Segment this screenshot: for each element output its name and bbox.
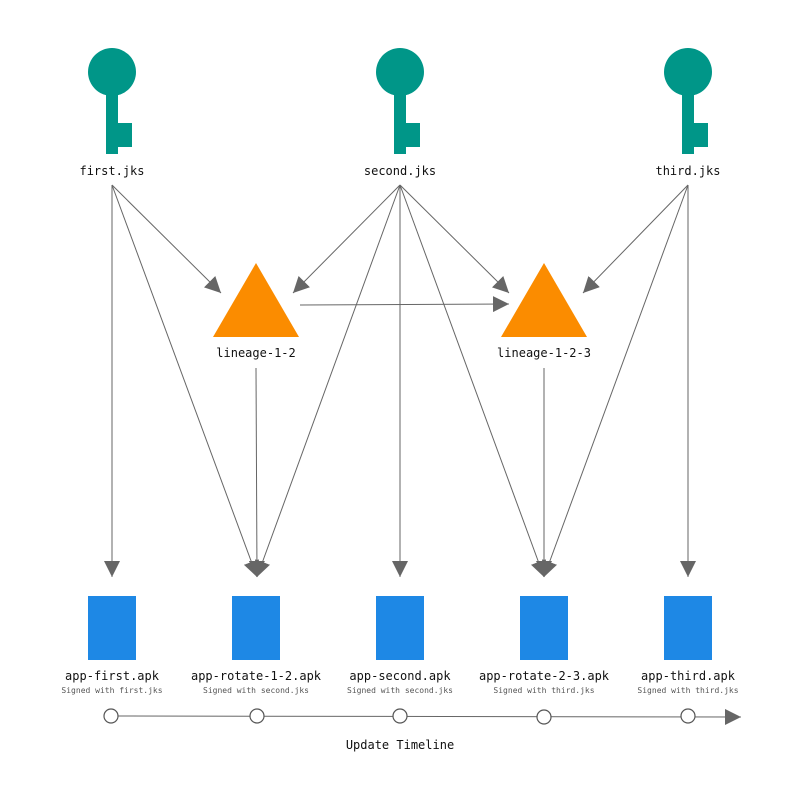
apk-file-icon bbox=[88, 596, 136, 660]
lineage-1-2-3[interactable]: lineage-1-2-3 bbox=[497, 263, 591, 360]
lineage-1-2[interactable]: lineage-1-2 bbox=[213, 263, 299, 360]
edge-first-to-a2 bbox=[111, 184, 259, 578]
edges bbox=[104, 184, 696, 578]
key-label: first.jks bbox=[79, 164, 144, 178]
apk-signed-with: Signed with third.jks bbox=[493, 686, 594, 695]
edge-l12-to-l123 bbox=[299, 296, 510, 313]
key-label: second.jks bbox=[364, 164, 436, 178]
key-third[interactable]: third.jks bbox=[655, 48, 721, 178]
key-icon bbox=[88, 48, 136, 154]
edge-third-to-a4 bbox=[542, 184, 689, 578]
update-timeline: Update Timeline bbox=[103, 708, 742, 752]
key-icon bbox=[664, 48, 712, 154]
timeline-node[interactable] bbox=[392, 708, 408, 724]
triangle-icon bbox=[501, 263, 587, 337]
apk-file-icon bbox=[232, 596, 280, 660]
edge-third-to-l123 bbox=[582, 184, 689, 294]
timeline-arrow bbox=[110, 708, 742, 725]
apk-signed-with: Signed with third.jks bbox=[637, 686, 738, 695]
edge-second-to-l12 bbox=[292, 184, 401, 294]
apk-rotate-2-3[interactable]: app-rotate-2-3.apk Signed with third.jks bbox=[479, 596, 610, 695]
apk-rotate-1-2[interactable]: app-rotate-1-2.apk Signed with second.jk… bbox=[191, 596, 322, 695]
apks: app-first.apk Signed with first.jks app-… bbox=[61, 596, 739, 695]
apk-file-icon bbox=[664, 596, 712, 660]
key-label: third.jks bbox=[655, 164, 720, 178]
lineage-label: lineage-1-2 bbox=[216, 346, 295, 360]
apk-label: app-rotate-2-3.apk bbox=[479, 669, 610, 683]
timeline-node[interactable] bbox=[249, 708, 265, 724]
timeline-node[interactable] bbox=[680, 708, 696, 724]
edge-second-to-l123 bbox=[399, 184, 510, 294]
apk-file-icon bbox=[520, 596, 568, 660]
apk-signed-with: Signed with first.jks bbox=[61, 686, 162, 695]
apk-label: app-rotate-1-2.apk bbox=[191, 669, 322, 683]
key-first[interactable]: first.jks bbox=[79, 48, 145, 178]
lineages: lineage-1-2 lineage-1-2-3 bbox=[213, 263, 591, 360]
key-icon bbox=[376, 48, 424, 154]
apk-label: app-third.apk bbox=[641, 669, 736, 683]
timeline-node[interactable] bbox=[536, 709, 552, 725]
keys: first.jks second.jks third.jks bbox=[79, 48, 721, 178]
apk-second[interactable]: app-second.apk Signed with second.jks bbox=[347, 596, 453, 695]
edge-first-to-l12 bbox=[111, 184, 222, 294]
timeline-node[interactable] bbox=[103, 708, 119, 724]
apk-third[interactable]: app-third.apk Signed with third.jks bbox=[637, 596, 739, 695]
apk-label: app-second.apk bbox=[349, 669, 451, 683]
edge-second-to-a2 bbox=[254, 184, 401, 578]
key-second[interactable]: second.jks bbox=[364, 48, 436, 178]
apk-file-icon bbox=[376, 596, 424, 660]
edge-l12-to-a2 bbox=[248, 367, 265, 578]
timeline-label: Update Timeline bbox=[346, 738, 454, 752]
edge-second-to-a4 bbox=[399, 184, 546, 578]
apk-signed-with: Signed with second.jks bbox=[347, 686, 453, 695]
apk-first[interactable]: app-first.apk Signed with first.jks bbox=[61, 596, 163, 695]
apk-signed-with: Signed with second.jks bbox=[203, 686, 309, 695]
lineage-label: lineage-1-2-3 bbox=[497, 346, 591, 360]
apk-label: app-first.apk bbox=[65, 669, 160, 683]
triangle-icon bbox=[213, 263, 299, 337]
